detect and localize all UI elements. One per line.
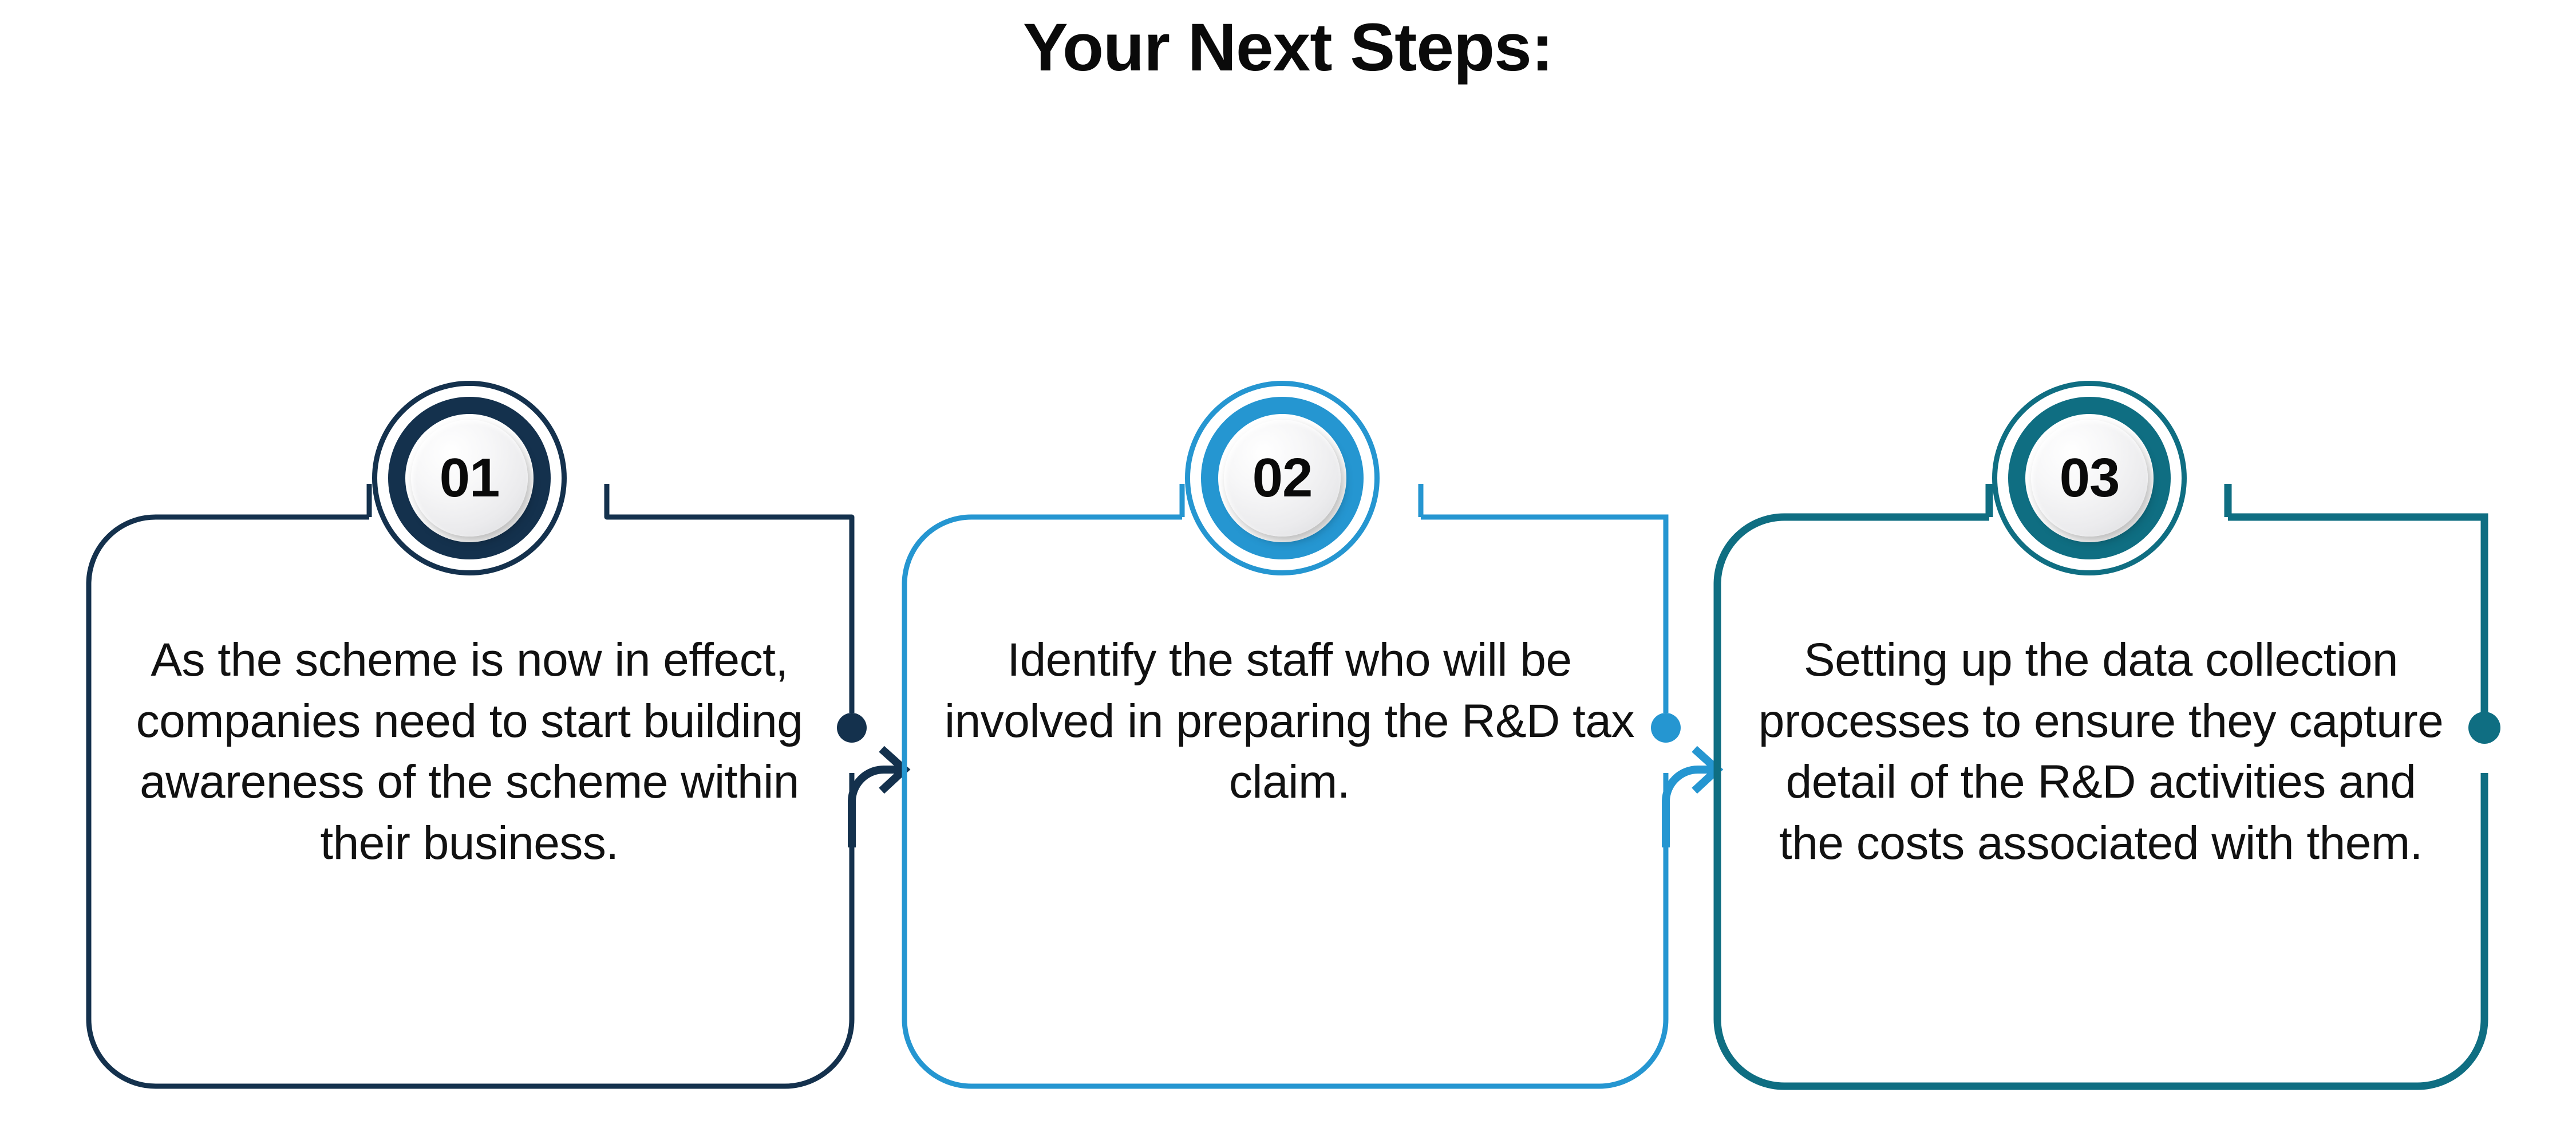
- connector-1-to-2-arrowhead: [879, 746, 911, 794]
- step-badge-2[interactable]: 02: [1185, 381, 1380, 575]
- step-card-1-connector-dot: [837, 713, 867, 743]
- step-card-2-connector-dot: [1651, 713, 1681, 743]
- step-card-3-text: Setting up the data collection processes…: [1758, 634, 2444, 869]
- connector-1-to-2: [848, 746, 911, 847]
- step-badge-3[interactable]: 03: [1992, 381, 2187, 575]
- page-title: Your Next Steps:: [1023, 10, 1554, 85]
- step-badge-2-number: 02: [1252, 447, 1313, 508]
- badge-inner-disc: [411, 420, 528, 537]
- badge-inner-disc: [2031, 420, 2148, 537]
- step-badge-1-number: 01: [439, 447, 500, 508]
- connector-1-to-2-path: [848, 766, 903, 847]
- connector-2-to-3-path: [1662, 766, 1716, 847]
- step-card-1-text: As the scheme is now in effect, companie…: [136, 634, 803, 869]
- step-badge-1[interactable]: 01: [372, 381, 567, 575]
- badge-outer-ring-icon: [1992, 381, 2187, 575]
- connector-2-to-3-arrowhead: [1692, 746, 1724, 794]
- step-card-2-text: Identify the staff who will be involved …: [944, 634, 1635, 808]
- step-card-3-connector-dot: [2468, 712, 2500, 744]
- badge-outer-ring-icon: [1185, 381, 1380, 575]
- badge-outer-ring-icon: [372, 381, 567, 575]
- badge-inner-disc: [1224, 420, 1341, 537]
- connector-2-to-3: [1662, 746, 1724, 847]
- step-badge-3-number: 03: [2059, 447, 2120, 508]
